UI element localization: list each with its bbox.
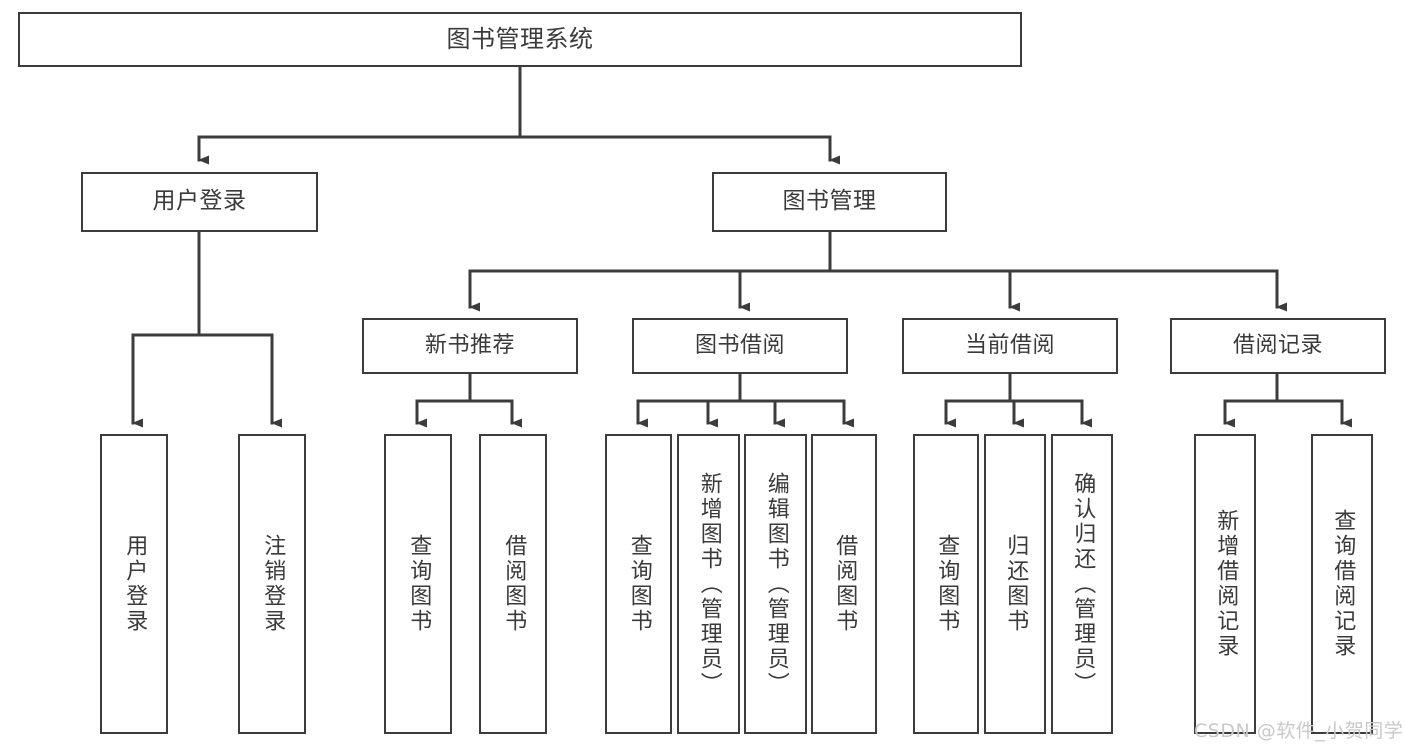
node-leaf-query-book-2[interactable]: 查询图书: [605, 434, 672, 734]
node-leaf-query-book-2-label: 查询图书: [626, 534, 652, 634]
node-leaf-query-record[interactable]: 查询借阅记录: [1311, 434, 1373, 734]
node-book-manage[interactable]: 图书管理: [712, 172, 947, 232]
node-leaf-borrow-book-2[interactable]: 借阅图书: [811, 434, 877, 734]
node-leaf-borrow-book-2-label: 借阅图书: [832, 534, 858, 634]
node-user-login-label: 用户登录: [152, 188, 247, 215]
node-leaf-add-record-label: 新增借阅记录: [1213, 509, 1239, 659]
node-leaf-query-book-1[interactable]: 查询图书: [384, 434, 452, 734]
node-new-book-rec-label: 新书推荐: [424, 332, 515, 358]
node-leaf-logout-label: 注销登录: [260, 534, 286, 634]
node-root[interactable]: 图书管理系统: [18, 12, 1022, 67]
node-leaf-add-book[interactable]: 新增图书（管理员）: [677, 434, 740, 734]
node-leaf-confirm-return[interactable]: 确认归还（管理员）: [1051, 434, 1113, 734]
node-leaf-query-book-3-label: 查询图书: [934, 534, 960, 634]
node-leaf-edit-book-label: 编辑图书（管理员）: [763, 471, 789, 697]
node-new-book-rec[interactable]: 新书推荐: [362, 318, 578, 374]
node-book-manage-label: 图书管理: [782, 188, 877, 215]
node-leaf-borrow-book-1[interactable]: 借阅图书: [479, 434, 547, 734]
node-leaf-return-book[interactable]: 归还图书: [984, 434, 1046, 734]
node-book-borrow-label: 图书借阅: [694, 332, 785, 358]
node-borrow-record[interactable]: 借阅记录: [1170, 318, 1386, 374]
node-root-label: 图书管理系统: [446, 25, 594, 54]
node-leaf-query-book-3[interactable]: 查询图书: [913, 434, 979, 734]
node-current-borrow[interactable]: 当前借阅: [902, 318, 1118, 374]
node-leaf-logout[interactable]: 注销登录: [238, 434, 306, 734]
node-book-borrow[interactable]: 图书借阅: [632, 318, 848, 374]
node-leaf-query-book-1-label: 查询图书: [406, 534, 432, 634]
node-leaf-user-login[interactable]: 用户登录: [100, 434, 168, 734]
node-leaf-add-book-label: 新增图书（管理员）: [696, 471, 722, 697]
node-leaf-confirm-return-label: 确认归还（管理员）: [1070, 471, 1096, 697]
node-leaf-edit-book[interactable]: 编辑图书（管理员）: [744, 434, 807, 734]
node-user-login[interactable]: 用户登录: [81, 172, 318, 232]
node-borrow-record-label: 借阅记录: [1232, 332, 1323, 358]
node-leaf-query-record-label: 查询借阅记录: [1330, 509, 1356, 659]
node-current-borrow-label: 当前借阅: [964, 332, 1055, 358]
node-leaf-borrow-book-1-label: 借阅图书: [501, 534, 527, 634]
node-leaf-add-record[interactable]: 新增借阅记录: [1194, 434, 1256, 734]
node-leaf-user-login-label: 用户登录: [122, 534, 148, 634]
node-leaf-return-book-label: 归还图书: [1003, 534, 1029, 634]
